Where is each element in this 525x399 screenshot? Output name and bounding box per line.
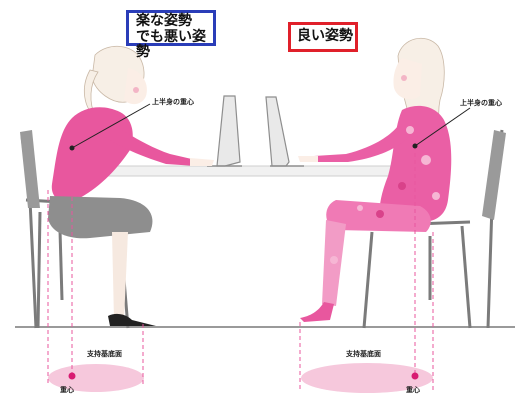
- right-upper-cog-dot: [412, 143, 418, 149]
- left-cog-dot: [68, 372, 76, 380]
- bad-posture-title-box: 楽な姿勢 でも悪い姿勢: [126, 10, 216, 60]
- left-chair-back: [20, 130, 40, 208]
- right-upper-body-cog-label: 上半身の重心: [460, 99, 502, 107]
- left-upper-cog-dot: [69, 145, 75, 151]
- good-posture-title-box: 良い姿勢: [288, 22, 358, 52]
- right-woman: [298, 37, 452, 322]
- left-woman: [48, 45, 214, 326]
- bad-posture-title-line-2: でも悪い姿勢: [136, 28, 206, 61]
- right-laptop: [265, 96, 304, 167]
- left-upper-body-cog-label: 上半身の重心: [152, 98, 194, 106]
- left-cog-pointer: [71, 103, 151, 149]
- desk-top: [99, 165, 419, 177]
- bad-posture-title-line-1: 楽な姿勢: [136, 13, 192, 29]
- left-laptop: [207, 95, 242, 167]
- right-chair-back: [482, 130, 506, 220]
- left-support-base: [48, 364, 144, 392]
- left-support-base-label: 支持基底面: [87, 350, 122, 358]
- good-posture-title: 良い姿勢: [297, 28, 353, 44]
- right-cog-pointer: [414, 107, 471, 147]
- right-support-base: [301, 363, 433, 393]
- right-cog-dot: [411, 372, 419, 380]
- right-cog-label: 重心: [406, 386, 420, 394]
- left-cog-lines: [47, 148, 144, 385]
- right-support-base-label: 支持基底面: [346, 350, 381, 358]
- right-cog-lines: [299, 146, 434, 390]
- left-cog-label: 重心: [60, 386, 74, 394]
